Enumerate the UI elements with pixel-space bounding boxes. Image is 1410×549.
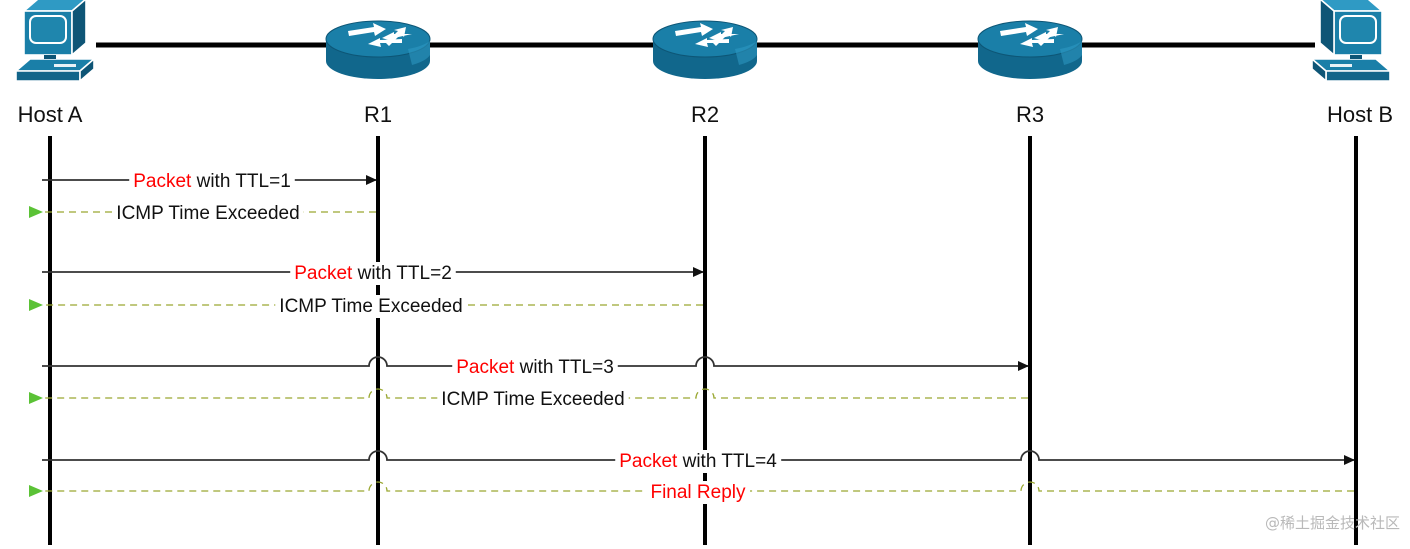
label-red-part: Packet (456, 357, 515, 378)
watermark-text: @稀土掘金技术社区 (1265, 514, 1400, 532)
message-label-ttl1-reply: ICMP Time Exceeded (112, 202, 304, 225)
message-label-text: ICMP Time Exceeded (116, 203, 299, 224)
router-icon (325, 20, 431, 80)
node-label-r1: R1 (364, 102, 392, 127)
message-label-text: Packet with TTL=1 (133, 171, 291, 192)
label-backdrop (437, 388, 629, 411)
message-label-text: Packet with TTL=2 (294, 263, 452, 284)
message-label-ttl3-request: Packet with TTL=3 (452, 356, 618, 379)
label-black-part: ICMP Time Exceeded (441, 389, 624, 410)
label-red-part: Packet (133, 171, 192, 192)
router-icon (652, 20, 758, 80)
message-label-text: Packet with TTL=4 (619, 451, 777, 472)
label-red-part: Final Reply (650, 482, 746, 503)
label-backdrop (275, 295, 467, 318)
message-label-ttl4-request: Packet with TTL=4 (615, 450, 782, 473)
label-red-part: Packet (619, 451, 678, 472)
message-label-ttl4-reply: Final Reply (646, 481, 751, 504)
device-icons: Host A R1 R2 R3 Host B (15, 0, 1393, 127)
node-label-r2: R2 (691, 102, 719, 127)
label-black-part: ICMP Time Exceeded (116, 203, 299, 224)
label-red-part: Packet (294, 263, 353, 284)
label-black-part: ICMP Time Exceeded (279, 296, 462, 317)
message-label-text: Final Reply (650, 482, 746, 503)
label-backdrop (112, 202, 304, 225)
label-backdrop (452, 356, 618, 379)
host-icon (15, 0, 95, 82)
message-label-ttl3-reply: ICMP Time Exceeded (437, 388, 629, 411)
label-backdrop (646, 481, 751, 504)
node-label-hostA: Host A (18, 102, 83, 127)
label-backdrop (129, 170, 295, 193)
messages (29, 175, 1355, 497)
label-black-part: with TTL=2 (352, 263, 451, 284)
message-label-text: ICMP Time Exceeded (441, 389, 624, 410)
message-label-text: ICMP Time Exceeded (279, 296, 462, 317)
label-black-part: with TTL=1 (191, 171, 290, 192)
message-label-ttl2-request: Packet with TTL=2 (290, 262, 456, 285)
node-label-hostB: Host B (1327, 102, 1393, 127)
label-backdrop (290, 262, 456, 285)
node-label-r3: R3 (1016, 102, 1044, 127)
label-backdrop (615, 450, 782, 473)
label-black-part: with TTL=3 (514, 357, 613, 378)
router-icon (977, 20, 1083, 80)
lifelines (48, 136, 1358, 545)
message-label-ttl1-request: Packet with TTL=1 (129, 170, 295, 193)
message-label-ttl2-reply: ICMP Time Exceeded (275, 295, 467, 318)
label-black-part: with TTL=4 (677, 451, 777, 472)
host-icon (1311, 0, 1391, 82)
message-label-text: Packet with TTL=3 (456, 357, 614, 378)
